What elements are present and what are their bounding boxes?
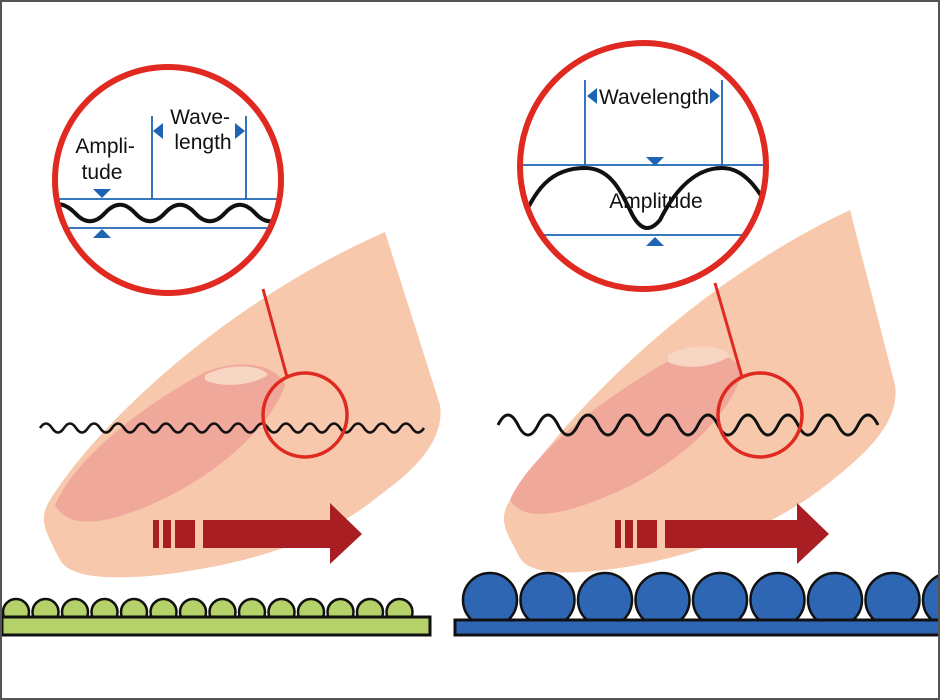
- right-magnifier-ring: [517, 40, 769, 292]
- left-magnifier: Wave- length Ampli- tude: [52, 64, 284, 296]
- right-wavelength-label: Wavelength: [599, 86, 709, 109]
- left-wavelength-label-2: length: [174, 131, 231, 154]
- triangle-icon: [710, 88, 720, 104]
- left-wavelength-label-1: Wave-: [170, 106, 230, 129]
- right-amplitude-label: Amplitude: [609, 190, 702, 213]
- left-connector-line: [261, 288, 289, 378]
- triangle-icon: [153, 123, 163, 139]
- right-motion-arrow: [615, 503, 829, 564]
- right-magnified-wave: [520, 165, 766, 230]
- right-finger: [503, 210, 896, 573]
- right-magnifier: Wavelength Amplitude: [517, 40, 769, 292]
- large-bump: [921, 573, 940, 627]
- left-amplitude-label-1: Ampli-: [75, 135, 135, 158]
- right-connector-line: [713, 282, 744, 378]
- right-panel: Wavelength Amplitude: [453, 40, 940, 637]
- triangle-icon: [646, 157, 664, 166]
- left-panel: Wave- length Ampli- tude: [0, 64, 441, 637]
- left-magnified-wave: [55, 202, 281, 224]
- triangle-icon: [93, 229, 111, 238]
- left-amplitude-label-2: tude: [82, 161, 123, 184]
- left-focus-ring: [261, 371, 349, 459]
- right-focus-ring: [716, 371, 804, 459]
- left-fine-texture: [0, 597, 432, 637]
- triangle-icon: [235, 123, 245, 139]
- triangle-icon: [93, 189, 111, 198]
- left-motion-arrow: [153, 503, 362, 564]
- left-magnifier-ring: [52, 64, 284, 296]
- left-vibration-wave: [38, 422, 426, 434]
- finger-nail: [205, 366, 268, 385]
- triangle-icon: [587, 88, 597, 104]
- left-finger: [43, 232, 441, 578]
- triangle-icon: [646, 237, 664, 246]
- finger-underside: [55, 364, 285, 522]
- svg-text:Ampli- tude: Ampli- tude: [75, 135, 140, 184]
- right-coarse-texture: [453, 571, 940, 637]
- svg-text:Wave- length: Wave- length: [170, 106, 236, 154]
- right-vibration-wave: [496, 413, 880, 437]
